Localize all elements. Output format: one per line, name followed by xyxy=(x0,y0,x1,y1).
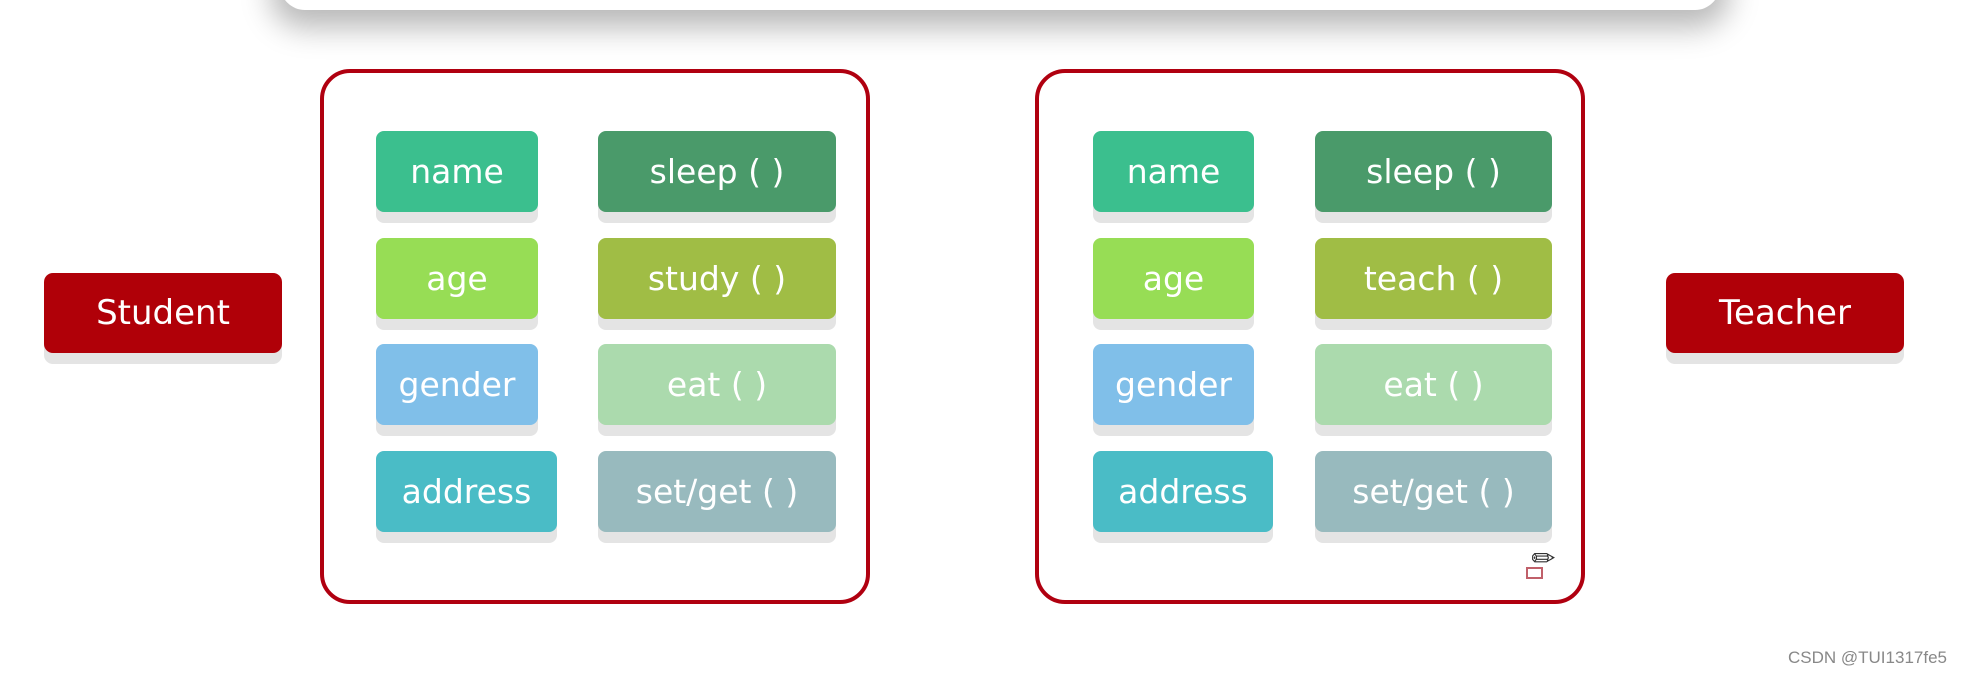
teacher-box xyxy=(1035,69,1585,604)
teacher-method-eat: eat ( ) xyxy=(1315,344,1552,425)
eraser-marker-icon xyxy=(1526,567,1543,579)
teacher-method-teach: teach ( ) xyxy=(1315,238,1552,319)
top-shadow xyxy=(280,0,1720,10)
student-attr-address: address xyxy=(376,451,557,532)
teacher-attr-address: address xyxy=(1093,451,1273,532)
watermark: CSDN @TUI1317fe5 xyxy=(1788,648,1947,667)
teacher-attr-name: name xyxy=(1093,131,1254,212)
student-class-label: Student xyxy=(44,273,282,353)
student-attr-age: age xyxy=(376,238,538,319)
student-attr-name: name xyxy=(376,131,538,212)
student-method-setget: set/get ( ) xyxy=(598,451,836,532)
student-method-study: study ( ) xyxy=(598,238,836,319)
teacher-class-label: Teacher xyxy=(1666,273,1904,353)
student-method-eat: eat ( ) xyxy=(598,344,836,425)
teacher-attr-age: age xyxy=(1093,238,1254,319)
student-attr-gender: gender xyxy=(376,344,538,425)
teacher-method-setget: set/get ( ) xyxy=(1315,451,1552,532)
teacher-attr-gender: gender xyxy=(1093,344,1254,425)
student-box xyxy=(320,69,870,604)
student-method-sleep: sleep ( ) xyxy=(598,131,836,212)
teacher-method-sleep: sleep ( ) xyxy=(1315,131,1552,212)
